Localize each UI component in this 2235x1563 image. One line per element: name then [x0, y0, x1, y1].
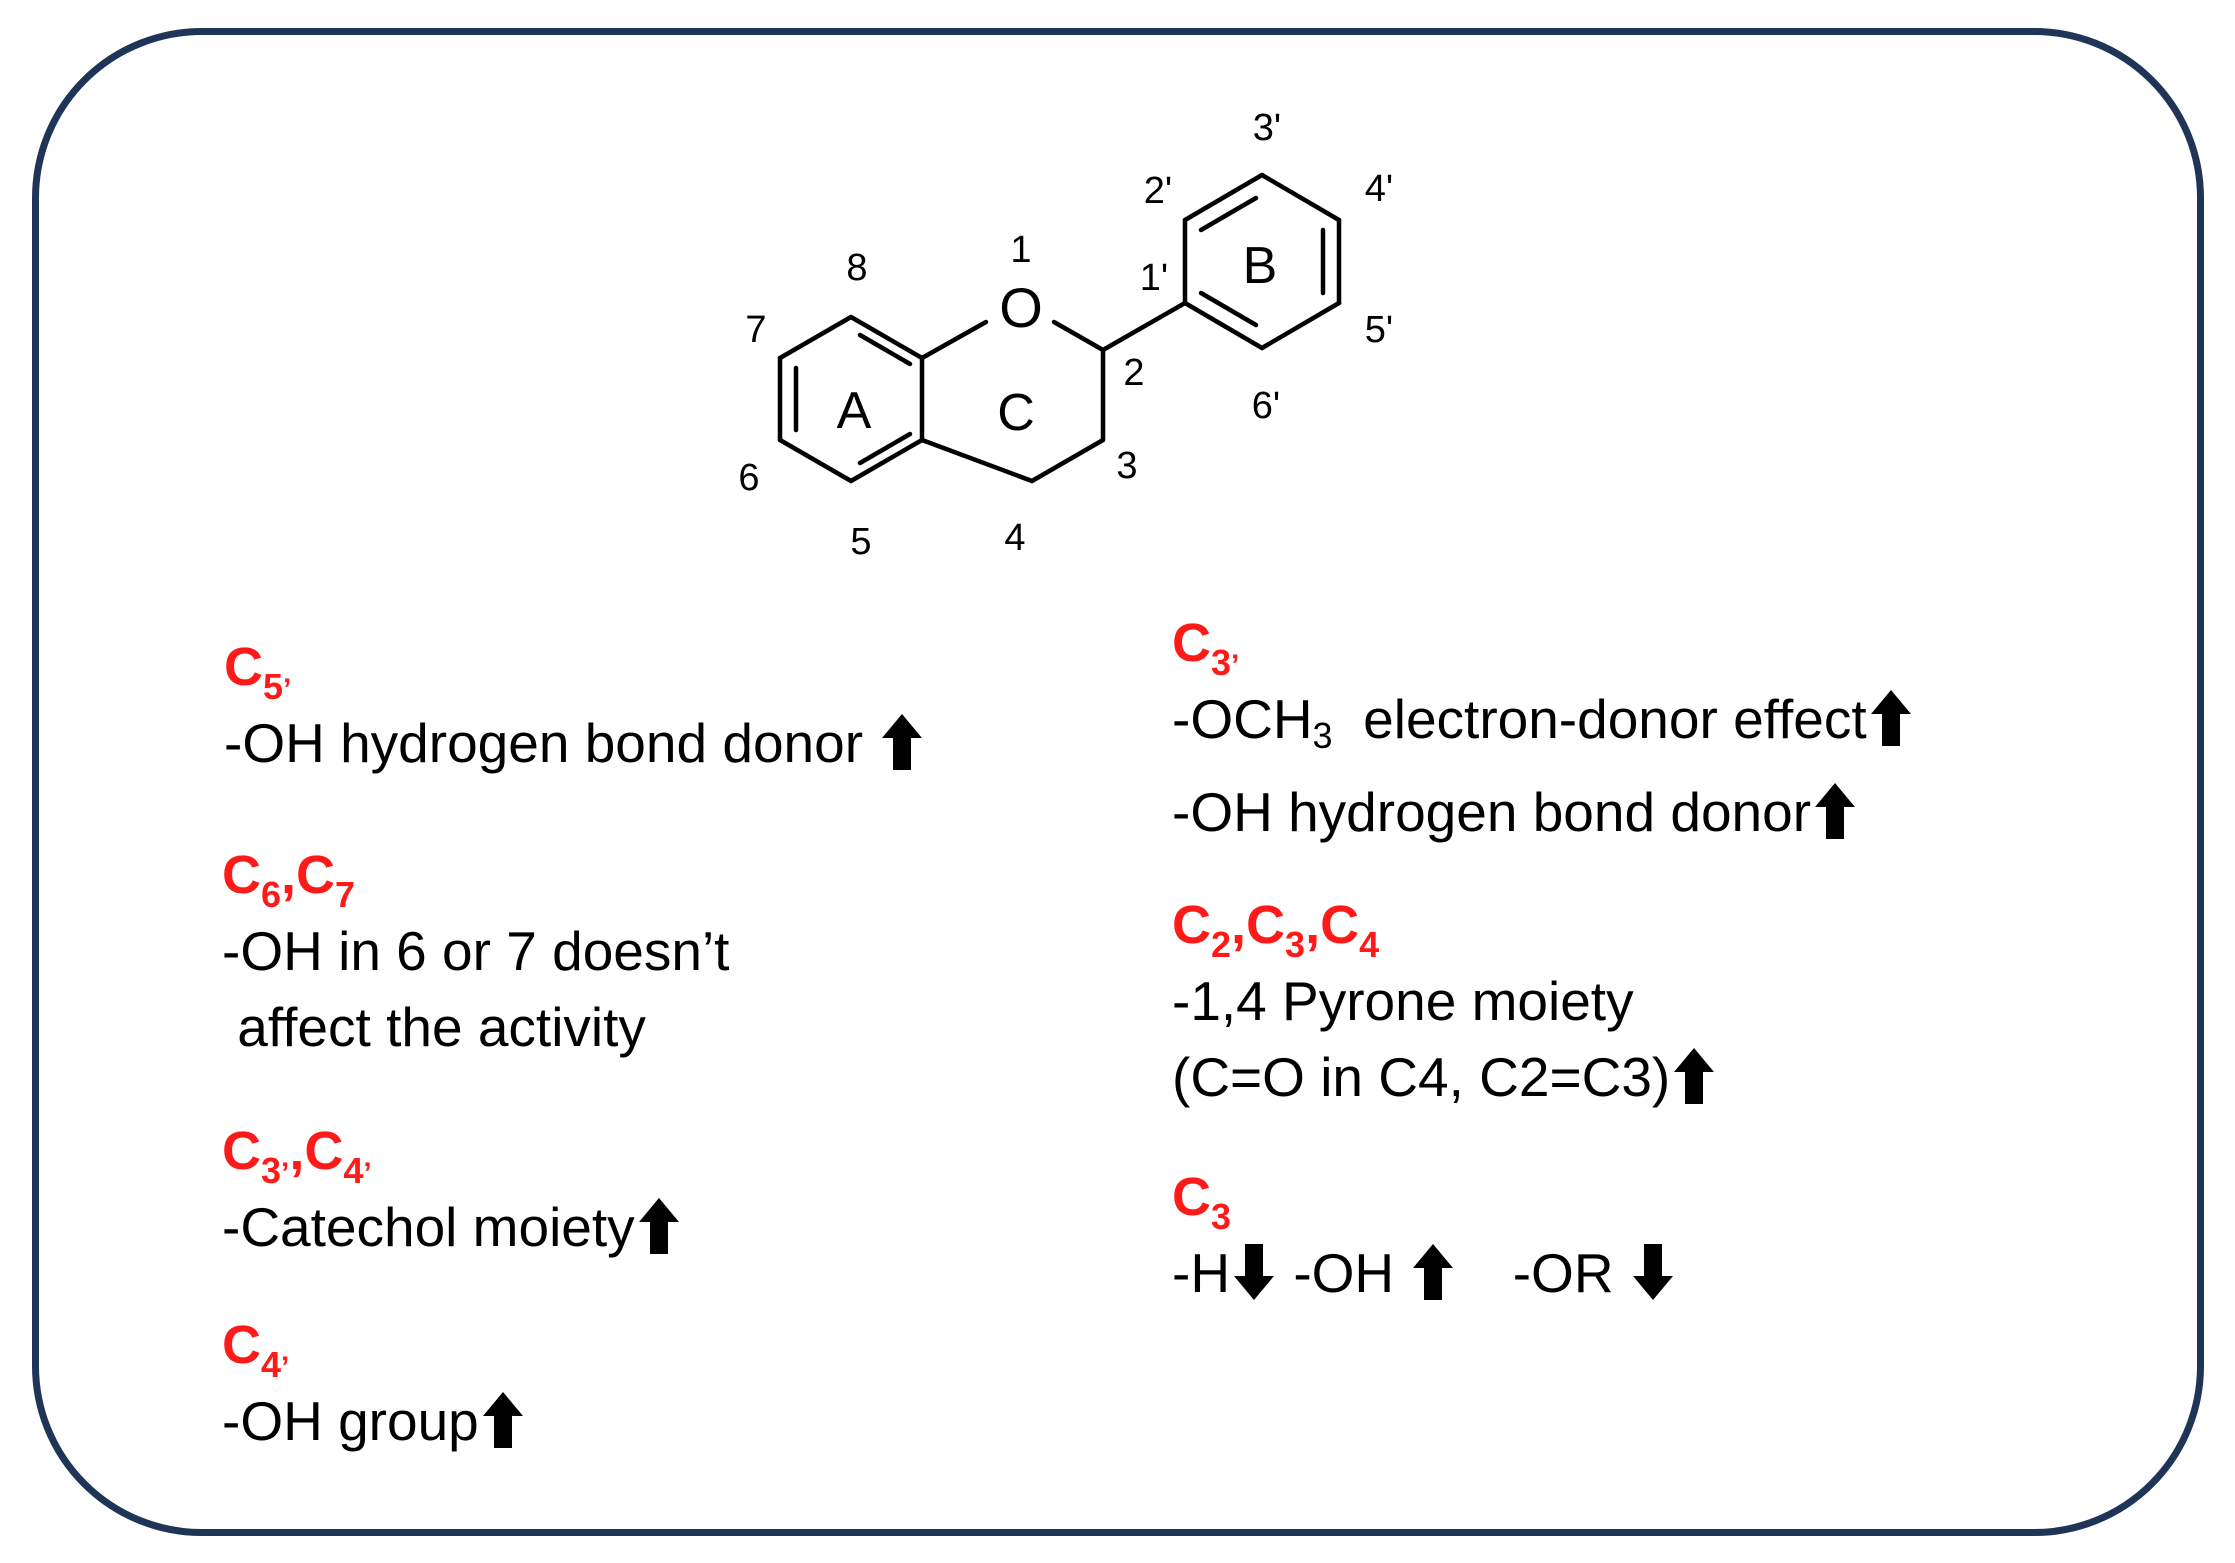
sar-description: -Catechol moiety: [222, 1189, 683, 1265]
ring-c-label: C: [997, 384, 1035, 442]
sar-block-c6-c7: C6,C7 -OH in 6 or 7 doesn’t affect the a…: [222, 848, 729, 1065]
up-arrow-icon: [882, 714, 923, 771]
c2-c1p-bond: [1100, 300, 1188, 353]
ring-a-label: A: [837, 382, 872, 440]
down-arrow-icon: [1234, 1244, 1275, 1301]
oxygen-atom: O: [999, 276, 1043, 339]
atom-number-1: 1: [1010, 229, 1031, 271]
up-arrow-icon: [482, 1392, 523, 1449]
sar-description: -OH group: [222, 1383, 527, 1459]
sar-description: -OH hydrogen bond donor: [1172, 774, 1915, 850]
atom-number-4: 4: [1004, 517, 1025, 559]
position-label: C3’: [1172, 613, 1240, 683]
sar-block-c3: C3 -H -OH -OR: [1172, 1170, 1677, 1311]
ring-c-bonds: [919, 319, 1106, 484]
position-label: C5’: [224, 637, 292, 707]
sar-description: -H -OH -OR: [1172, 1235, 1677, 1311]
atom-number-7: 7: [745, 309, 766, 351]
position-label: C3: [1172, 1167, 1232, 1237]
substituent-or: -OR: [1512, 1242, 1614, 1304]
atom-number-3: 3: [1116, 445, 1137, 487]
rounded-frame: [32, 28, 2204, 1536]
atom-number-6: 6: [738, 457, 759, 499]
flavan-structure: O A C B 1 2 3 4 5 6 7 8 1' 2' 3' 4' 5' 6…: [738, 107, 1393, 563]
up-arrow-icon: [1413, 1244, 1454, 1301]
substituent-oh: -OH: [1293, 1242, 1395, 1304]
sar-description: -1,4 Pyrone moiety: [1172, 970, 1634, 1032]
atom-number-6p: 6': [1252, 385, 1280, 427]
sar-description: (C=O in C4, C2=C3): [1172, 1039, 1718, 1115]
position-label: C4’: [222, 1315, 290, 1385]
atom-number-5p: 5': [1365, 309, 1393, 351]
atom-number-2: 2: [1123, 352, 1144, 394]
atom-number-2p: 2': [1144, 170, 1172, 212]
position-label: C2,C3,C4: [1172, 895, 1380, 965]
sar-block-c4p: C4’ -OH group: [222, 1318, 527, 1459]
atom-number-4p: 4': [1365, 168, 1393, 210]
substituent-h: -H: [1172, 1242, 1231, 1304]
up-arrow-icon: [1674, 1048, 1715, 1105]
atom-number-5: 5: [850, 521, 871, 563]
sar-description: -OH in 6 or 7 doesn’t: [222, 920, 730, 982]
position-label: C3’,C4’: [222, 1121, 372, 1191]
sar-block-c3p-c4p: C3’,C4’ -Catechol moiety: [222, 1124, 683, 1265]
up-arrow-icon: [1815, 783, 1856, 840]
ring-b-label: B: [1243, 237, 1278, 295]
up-arrow-icon: [638, 1198, 679, 1255]
down-arrow-icon: [1632, 1244, 1673, 1301]
ring-b-bonds: [1182, 172, 1342, 351]
sar-description: -OH hydrogen bond donor: [224, 705, 926, 781]
sar-block-c5p: C5’ -OH hydrogen bond donor: [224, 640, 926, 781]
atom-number-1p: 1': [1140, 257, 1168, 299]
sar-description: -OCH3 electron-donor effect: [1172, 681, 1915, 774]
ring-a-bonds: [777, 314, 925, 484]
sar-description: affect the activity: [222, 996, 646, 1058]
up-arrow-icon: [1870, 690, 1911, 747]
sar-block-c2-c3-c4: C2,C3,C4 -1,4 Pyrone moiety (C=O in C4, …: [1172, 898, 1718, 1115]
atom-number-8: 8: [846, 247, 867, 289]
atom-number-3p: 3': [1253, 107, 1281, 149]
position-label: C6,C7: [222, 845, 356, 915]
sar-block-c3p: C3’ -OCH3 electron-donor effect -OH hydr…: [1172, 616, 1915, 850]
